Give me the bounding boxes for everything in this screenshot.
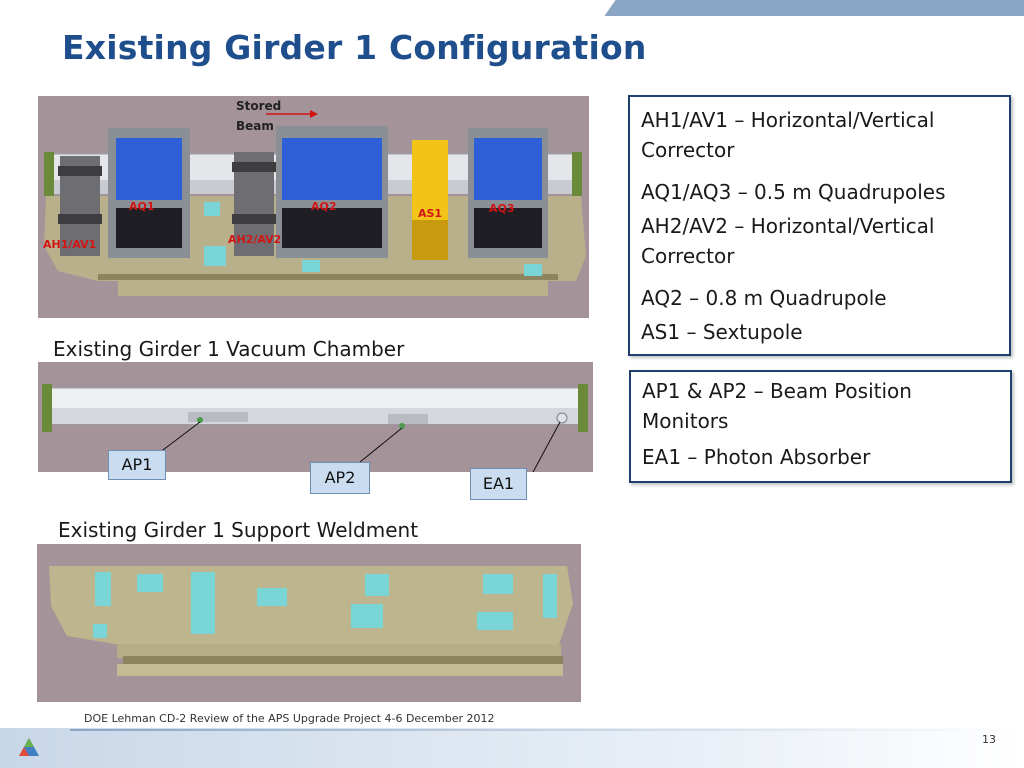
girder-illustration	[44, 110, 586, 296]
girder-base-rail	[118, 278, 548, 296]
corrector-ah2av2-coil-1	[232, 162, 276, 172]
support-weldment-caption: Existing Girder 1 Support Weldment	[58, 518, 419, 542]
callout-ap1: AP1	[108, 450, 166, 480]
legend-aq1aq3: AQ1/AQ3 – 0.5 m Quadrupoles	[641, 180, 946, 204]
legend-ah1av1: AH1/AV1 – Horizontal/Vertical Corrector	[641, 108, 935, 162]
label-ah2av2: AH2/AV2	[228, 233, 282, 246]
corrector-ah1av1-coil-1	[58, 166, 102, 176]
legend-aq2: AQ2 – 0.8 m Quadrupole	[641, 286, 887, 310]
girder-left-flange	[44, 152, 54, 196]
quadrupole-aq3-lower	[474, 208, 542, 248]
quadrupole-aq1-coil	[116, 138, 182, 200]
stored-beam-arrowhead	[310, 110, 318, 118]
ap1-marker	[197, 417, 203, 423]
weldment-rail-3	[117, 664, 563, 676]
quadrupole-aq1-lower	[116, 208, 182, 248]
girder-right-flange	[572, 152, 582, 196]
weldment-pad-1	[95, 572, 111, 606]
support-weldment-image-panel	[37, 544, 581, 702]
weldment-pad-6	[351, 604, 383, 628]
weldment-pad-7	[483, 574, 513, 594]
weldment-plate	[49, 566, 573, 646]
stored-beam-label-line-1: Stored	[236, 99, 282, 113]
ea1-marker	[556, 412, 568, 424]
vacuum-left-flange	[42, 384, 52, 432]
page-number: 13	[982, 733, 996, 746]
weldment-pad-5	[365, 574, 389, 596]
ap2-leader	[359, 427, 403, 463]
weldment-pad-8	[477, 612, 513, 630]
girder-image-panel: Stored Beam AQ1 AQ2 AS1 AQ3 AH1/AV1 AH2/…	[38, 96, 589, 318]
label-ah1av1: AH1/AV1	[43, 238, 97, 251]
monitor-legend-box: AP1 & AP2 – Beam Position Monitors EA1 –…	[629, 370, 1012, 483]
support-weldment-illustration	[49, 566, 573, 676]
vacuum-pipe-shade	[48, 408, 582, 424]
sextupole-as1-lower	[412, 220, 448, 260]
callout-ap2: AP2	[310, 462, 370, 494]
weldment-pad-3	[191, 572, 215, 634]
legend-ap1ap2: AP1 & AP2 – Beam Position Monitors	[642, 379, 912, 433]
vacuum-ports	[188, 412, 248, 422]
weldment-pad-9	[543, 574, 557, 618]
quadrupole-aq2-coil	[282, 138, 382, 200]
vacuum-right-flange	[578, 384, 588, 432]
component-legend-box: AH1/AV1 – Horizontal/Vertical Corrector …	[628, 95, 1011, 356]
top-accent-band	[620, 0, 1024, 16]
label-aq2: AQ2	[311, 200, 337, 213]
legend-as1: AS1 – Sextupole	[641, 320, 803, 344]
girder-detail-4	[524, 264, 542, 276]
girder-base-edge	[98, 274, 558, 280]
footer-divider	[70, 729, 1024, 731]
stored-beam-label-line-2: Beam	[236, 119, 274, 133]
girder-detail-3	[302, 260, 320, 272]
stored-beam-label: Stored Beam	[236, 96, 281, 136]
corrector-ah2av2-coil-2	[232, 214, 276, 224]
vacuum-chamber-illustration	[42, 384, 588, 472]
weldment-pad-10	[93, 624, 107, 638]
label-aq1: AQ1	[129, 200, 155, 213]
ap2-marker	[399, 423, 405, 429]
callout-ea1: EA1	[470, 468, 527, 500]
footer-text: DOE Lehman CD-2 Review of the APS Upgrad…	[84, 712, 495, 725]
footer-band	[0, 728, 1024, 768]
weldment-rail-2	[123, 656, 563, 664]
label-as1: AS1	[418, 207, 443, 220]
label-aq3: AQ3	[489, 202, 515, 215]
vacuum-ports-2	[388, 414, 428, 424]
quadrupole-aq2-lower	[282, 208, 382, 248]
legend-ah2av2: AH2/AV2 – Horizontal/Vertical Corrector	[641, 214, 935, 268]
corrector-ah1av1-coil-2	[58, 214, 102, 224]
weldment-pad-2	[137, 574, 163, 592]
ea1-leader	[532, 421, 561, 472]
slide-title: Existing Girder 1 Configuration	[62, 28, 647, 67]
weldment-rail-1	[117, 644, 561, 658]
argonne-logo-icon	[19, 738, 39, 756]
quadrupole-aq3-coil	[474, 138, 542, 200]
legend-ea1: EA1 – Photon Absorber	[642, 445, 871, 469]
weldment-pad-4	[257, 588, 287, 606]
girder-detail-2	[204, 246, 226, 266]
vacuum-chamber-caption: Existing Girder 1 Vacuum Chamber	[53, 337, 405, 361]
girder-detail-1	[204, 202, 220, 216]
